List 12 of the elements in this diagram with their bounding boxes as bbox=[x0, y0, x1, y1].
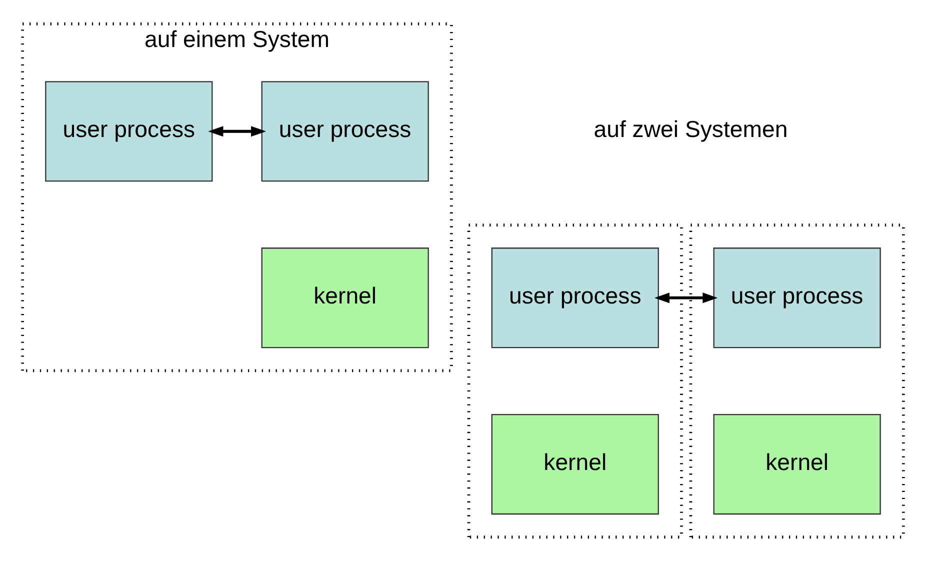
arrow bbox=[654, 292, 718, 304]
node-box: user process bbox=[491, 248, 659, 348]
node-box: kernel bbox=[261, 248, 429, 348]
label: auf zwei Systemen bbox=[594, 116, 788, 142]
node-box: kernel bbox=[491, 414, 659, 515]
arrow bbox=[208, 126, 266, 137]
node-box: user process bbox=[45, 81, 213, 182]
node-box: user process bbox=[713, 248, 881, 348]
node-box: kernel bbox=[713, 414, 881, 515]
cluster bbox=[467, 224, 683, 539]
node-box: user process bbox=[261, 81, 429, 182]
cluster bbox=[689, 224, 905, 539]
